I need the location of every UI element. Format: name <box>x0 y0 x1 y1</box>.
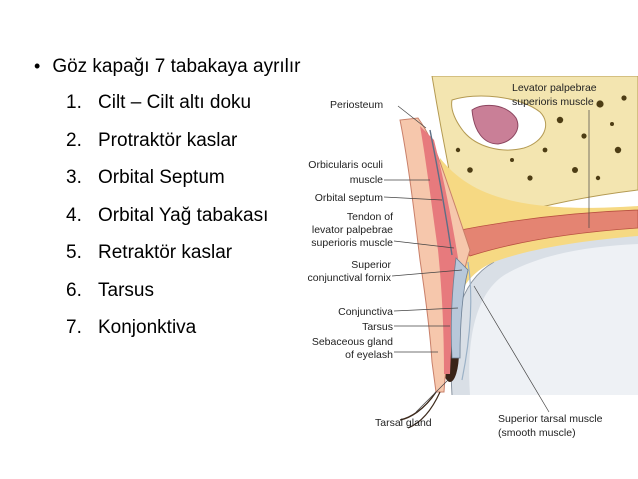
label-periosteum: Periosteum <box>330 99 383 111</box>
list-item: 2. Protraktör kaslar <box>66 130 268 168</box>
list-item-text: Orbital Yağ tabakası <box>98 204 269 226</box>
list-item-text: Konjonktiva <box>98 317 197 338</box>
bullet-dot-icon: • <box>34 56 41 76</box>
list-item-text: Orbital Septum <box>98 167 225 188</box>
label-orbicularis: muscle <box>350 174 383 186</box>
label-sebaceous-gland: Sebaceous gland <box>312 336 393 348</box>
list-item-number: 1. <box>66 92 82 113</box>
list-item-text: Tarsus <box>98 279 154 301</box>
list-item-number: 3. <box>66 167 82 188</box>
eyelid-illustration: Levator palpebrae superioris muscle Peri… <box>308 76 638 439</box>
list-item: 5. Retraktör kaslar <box>66 242 268 280</box>
label-levator: Levator palpebrae <box>512 82 597 94</box>
list-item-number: 4. <box>66 204 82 226</box>
label-levator: superioris muscle <box>512 96 594 108</box>
label-sebaceous-gland: of eyelash <box>345 349 393 361</box>
layer-list: 1. Cilt – Cilt altı doku 2. Protraktör k… <box>66 92 268 355</box>
eyelid-anatomy-figure: Levator palpebrae superioris muscle Peri… <box>286 76 638 446</box>
list-item-text: Retraktör kaslar <box>98 242 233 263</box>
label-tarsal-gland: Tarsal gland <box>375 417 432 429</box>
label-tendon: levator palpebrae <box>312 224 393 236</box>
list-item-number: 5. <box>66 242 82 263</box>
list-item: 4. Orbital Yağ tabakası <box>66 205 268 243</box>
label-orbital-septum: Orbital septum <box>315 192 384 204</box>
main-bullet: • Göz kapağı 7 tabakaya ayrılır <box>34 56 301 78</box>
orbital-bone-illustration <box>431 76 638 224</box>
label-tendon: Tendon of <box>347 211 393 223</box>
label-tarsus: Tarsus <box>362 321 393 333</box>
leader-lines <box>383 105 590 413</box>
list-item-number: 2. <box>66 129 82 151</box>
eyelid-illustration <box>399 117 472 429</box>
levator-muscle-illustration <box>449 209 638 257</box>
label-tendon: superioris muscle <box>311 237 393 249</box>
tarsus-illustration <box>450 257 469 359</box>
list-item-number: 6. <box>66 279 82 301</box>
list-item: 6. Tarsus <box>66 280 268 318</box>
list-item-text: Cilt – Cilt altı doku <box>98 92 252 113</box>
list-item-text: Protraktör kaslar <box>98 129 238 151</box>
label-fornix: Superior <box>351 259 391 271</box>
bullet-text: Göz kapağı 7 tabakaya ayrılır <box>52 56 301 77</box>
list-item: 7. Konjonktiva <box>66 317 268 355</box>
eyelash-illustration <box>399 391 437 421</box>
label-orbicularis: Orbicularis oculi <box>308 159 383 171</box>
label-superior-tarsal-muscle: (smooth muscle) <box>498 427 576 439</box>
label-superior-tarsal-muscle: Superior tarsal muscle <box>498 413 603 425</box>
list-item: 3. Orbital Septum <box>66 167 268 205</box>
orbital-septum-line <box>429 129 453 256</box>
label-conjunctiva: Conjunctiva <box>338 306 393 318</box>
label-fornix: conjunctival fornix <box>308 272 392 284</box>
list-item: 1. Cilt – Cilt altı doku <box>66 92 268 130</box>
list-item-number: 7. <box>66 317 82 338</box>
